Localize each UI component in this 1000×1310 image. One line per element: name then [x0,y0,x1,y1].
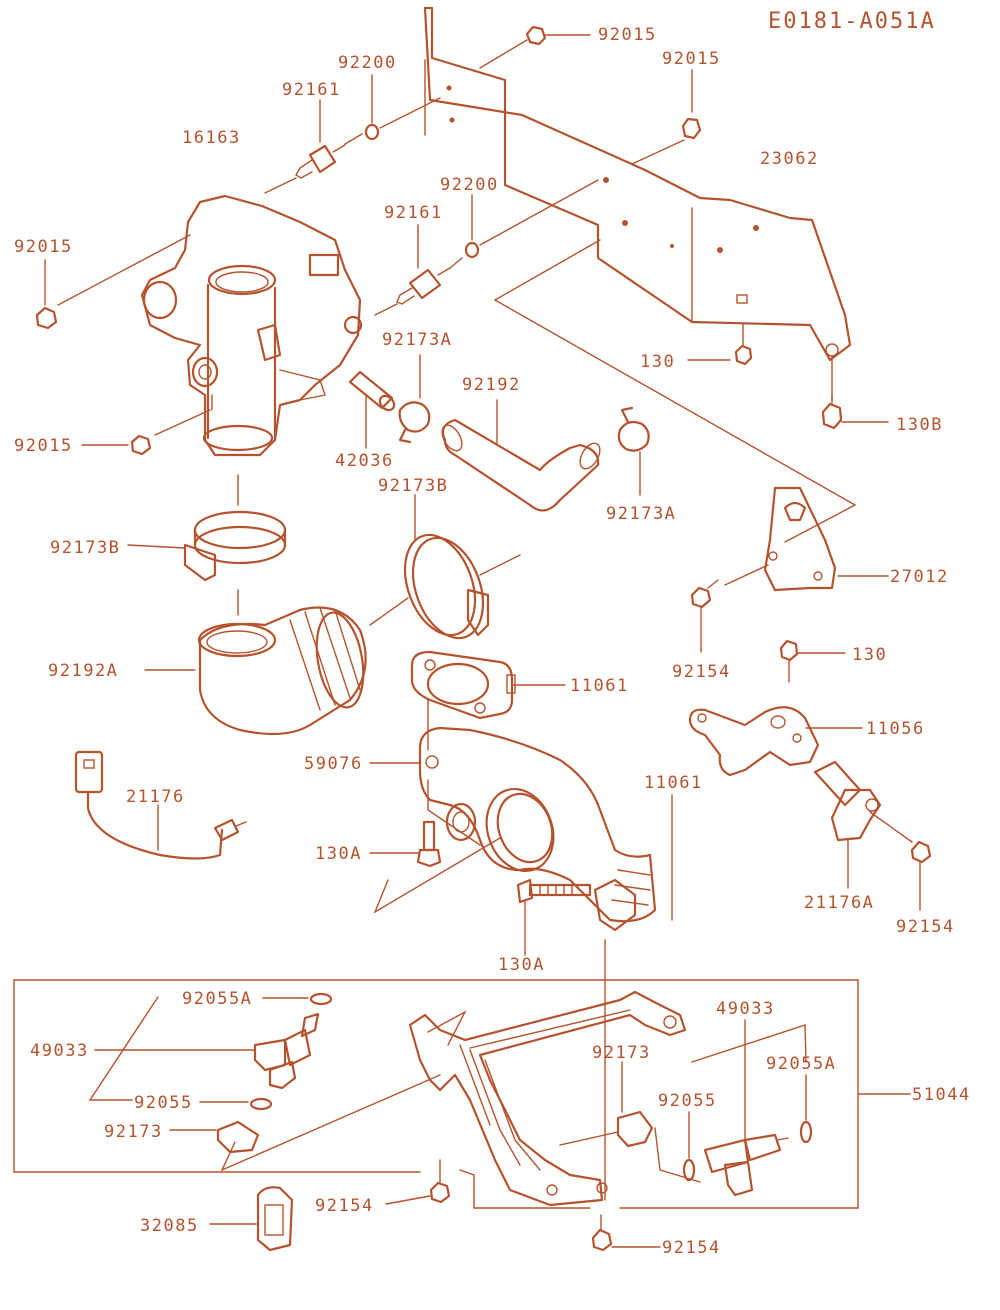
label-11061: 11061 [644,773,703,793]
label-49033: 49033 [716,999,775,1019]
injector-49033-b [703,1019,789,1197]
gasket-11061 [410,650,566,720]
label-92154: 92154 [672,662,731,682]
label-92055: 92055 [134,1093,193,1113]
clamp-92173B-b [369,494,521,640]
nut-92015-left [35,234,191,330]
label-51044: 51044 [912,1085,971,1105]
label-92015: 92015 [598,25,657,45]
label-92161: 92161 [384,203,443,223]
bolt-130B [821,394,889,430]
clamp-92173A-a [398,354,431,444]
label-92192: 92192 [462,375,521,395]
label-92173: 92173 [104,1122,163,1142]
label-92055A: 92055A [182,989,252,1009]
label-92173: 92173 [592,1043,651,1063]
injector-49033-a [94,1012,320,1090]
bolt-130A-b [516,878,637,956]
label-92154: 92154 [896,917,955,937]
hose-92192 [441,399,601,512]
label-42036: 42036 [335,451,394,471]
bolt-92154-d [591,1214,661,1252]
label-92015: 92015 [14,436,73,456]
oring-92055A-b [799,1074,813,1144]
nut-92015-top [479,25,591,69]
intake-pipe-59076 [369,726,657,923]
label-92161: 92161 [282,80,341,100]
label-21176: 21176 [126,787,185,807]
clip-92173-a [169,1120,260,1154]
label-92173B: 92173B [378,476,448,496]
label-49033: 49033 [30,1041,89,1061]
label-59076: 59076 [304,754,363,774]
clamp-92173B-a [127,474,287,616]
label-130A: 130A [498,955,545,975]
clip-92173-b [559,1061,701,1183]
bracket-27012 [724,486,889,592]
mounting-plate [423,6,852,401]
fuel-rail-frame [13,939,911,1209]
throttle-body [140,194,363,457]
sleeve-42036 [348,370,396,449]
bolt-130-a [687,294,753,366]
label-92173A: 92173A [606,504,676,524]
clamp-92173A-b [617,406,650,496]
label-92173B: 92173B [50,538,120,558]
fuel-rail-51044 [408,990,687,1207]
label-11056: 11056 [866,719,925,739]
nut-92015-right [631,69,702,165]
label-92154: 92154 [315,1196,374,1216]
label-92192A: 92192A [48,661,118,681]
bolt-130A-a [369,820,442,868]
stud-92161-b [374,224,463,316]
sensor-21176 [74,750,247,860]
intake-boot-92192A [144,606,367,736]
bolt-92154-a [690,579,719,653]
oring-92055-a [199,1097,273,1111]
label-11061: 11061 [570,676,629,696]
label-92200: 92200 [338,53,397,73]
oring-92055A-a [262,992,333,1006]
bracket-11056 [688,706,863,777]
diagram-code: E0181-A051A [768,9,936,34]
label-23062: 23062 [760,149,819,169]
washer-92200-b [464,179,599,259]
label-92055: 92055 [658,1091,717,1111]
label-130: 130 [640,352,675,372]
bolt-92154-c [385,1159,451,1205]
label-21176A: 21176A [804,893,874,913]
label-16163: 16163 [182,128,241,148]
washer-92200-a [364,74,441,141]
nut-92015-left2 [81,409,211,456]
label-92015: 92015 [662,49,721,69]
label-130: 130 [852,645,887,665]
label-130B: 130B [896,415,943,435]
bolt-130-b [779,639,846,683]
label-32085: 32085 [140,1216,199,1236]
label-92173A: 92173A [382,330,452,350]
sensor-21176A [813,760,882,889]
label-92015: 92015 [14,237,73,257]
stud-92161-a [264,99,363,194]
label-92055A: 92055A [766,1054,836,1074]
bolt-92154-b [869,811,932,911]
label-27012: 27012 [890,567,949,587]
label-92200: 92200 [440,175,499,195]
oring-92055-b [682,1111,696,1182]
label-130A: 130A [315,844,362,864]
label-92154: 92154 [662,1238,721,1258]
holder-32085 [209,1186,294,1252]
